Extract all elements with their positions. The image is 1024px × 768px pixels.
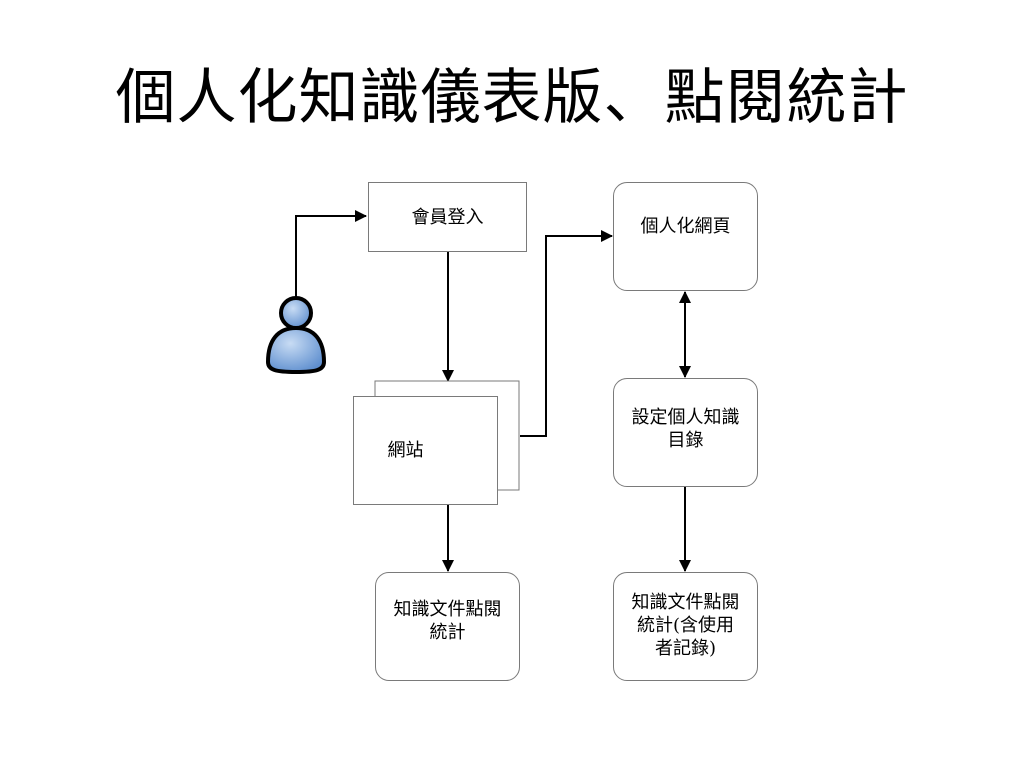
doc-stats-node: 知識文件點閱 統計 [375, 572, 520, 681]
login-node: 會員登入 [368, 182, 527, 252]
doc-stats-user-label: 知識文件點閱 統計(含使用 者記錄) [631, 592, 740, 659]
set-catalog-label: 設定個人知識 目錄 [631, 406, 740, 451]
website-node: 網站 [353, 396, 498, 505]
arrow-website-to-personal-page [520, 230, 613, 437]
arrow-user-to-login [295, 210, 367, 300]
login-label: 會員登入 [411, 206, 484, 228]
personal-page-node: 個人化網頁 [613, 182, 758, 291]
website-label: 網站 [387, 440, 424, 461]
doc-stats-user-node: 知識文件點閱 統計(含使用 者記錄) [613, 572, 758, 681]
set-catalog-node: 設定個人知識 目錄 [613, 378, 758, 487]
page-title: 個人化知識儀表版、點閱統計 [115, 63, 909, 133]
personal-page-label: 個人化網頁 [640, 216, 731, 237]
user-icon [265, 296, 327, 375]
doc-stats-label: 知識文件點閱 統計 [393, 598, 502, 643]
